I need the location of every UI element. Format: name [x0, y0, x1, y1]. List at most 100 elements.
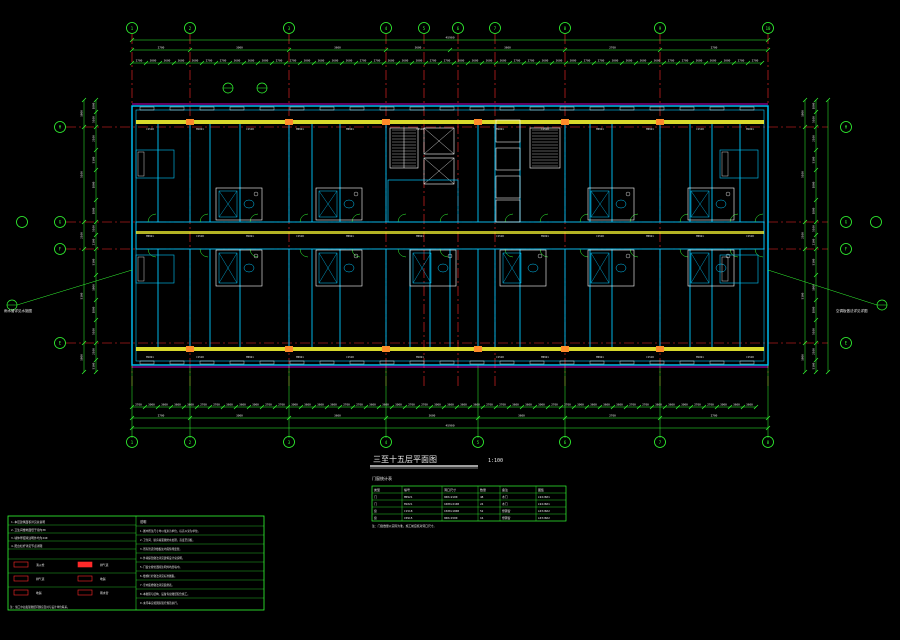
room-tag-bottom: M1021 — [696, 355, 704, 359]
axis-label-bottom: 8 — [767, 440, 770, 445]
dim-text: 3600 — [192, 59, 199, 63]
dim-text: 2700 — [584, 59, 591, 63]
dim-tick — [129, 37, 135, 43]
dim-tick — [233, 404, 239, 410]
dim-tick — [493, 404, 499, 410]
dim-tick — [562, 47, 568, 53]
wall-band — [136, 347, 764, 351]
dim-text: 3600 — [473, 403, 480, 407]
window-mark — [409, 106, 425, 111]
schedule-header-cell: 编号 — [404, 487, 410, 492]
axis-bubble-top — [762, 22, 774, 34]
kitchen — [135, 254, 175, 284]
notes-right-line: 1.图中所注尺寸均以毫米为单位，标高以米为单位。 — [140, 529, 200, 533]
dim-tick — [591, 60, 597, 66]
door-swing — [579, 248, 589, 258]
dim-text: 2700 — [360, 59, 367, 63]
schedule-cell: 900×1500 — [444, 516, 458, 520]
schedule-cell: 窗 — [374, 509, 377, 513]
window-mark — [589, 360, 605, 365]
dim-tick — [402, 404, 408, 410]
dim-tick-v — [813, 340, 819, 346]
axis-label-top: 2 — [189, 26, 192, 31]
dim-tick — [633, 60, 639, 66]
legend-label: 地漏 — [36, 591, 42, 595]
dim-text: 3600 — [590, 403, 597, 407]
dim-text: 2700 — [629, 403, 636, 407]
legend-swatch-2 — [77, 561, 93, 568]
dim-text: 3600 — [248, 59, 255, 63]
notes-right-line: 3.所有管道穿楼板处均需预埋套管。 — [140, 547, 182, 551]
schedule-header-cell: 洞口尺寸 — [444, 487, 456, 492]
room-tag-bottom: M1021 — [146, 355, 154, 359]
room-tag-top: C1518 — [416, 127, 424, 131]
building-outline — [131, 103, 769, 368]
dim-tick — [480, 404, 486, 410]
dim-tick — [535, 60, 541, 66]
bathroom — [409, 249, 457, 287]
dim-tick — [465, 60, 471, 66]
door-swing — [199, 248, 209, 258]
dim-text-v: 5100 — [92, 116, 96, 123]
dim-text: 3600 — [334, 46, 341, 50]
window-mark — [319, 360, 335, 365]
window-mark — [139, 360, 155, 365]
column-mark — [474, 119, 482, 125]
bathroom — [215, 187, 263, 221]
dim-text: 2700 — [598, 59, 605, 63]
window-mark — [229, 360, 245, 365]
dim-tick — [259, 404, 265, 410]
schedule-cell: 16 — [480, 516, 484, 520]
room-tag-corridor: M0921 — [146, 234, 154, 238]
dim-text: 2700 — [551, 403, 558, 407]
dim-text: 3600 — [525, 403, 532, 407]
dim-text: 3600 — [500, 59, 507, 63]
axis-label-top: 8 — [564, 26, 567, 31]
window-mark — [289, 106, 305, 111]
dim-text: 2700 — [421, 403, 428, 407]
dim-text: 3000 — [570, 59, 577, 63]
dim-text-v: 5100 — [92, 362, 96, 369]
dim-text: 2700 — [711, 414, 718, 418]
dim-tick — [311, 404, 317, 410]
dim-text: 3000 — [612, 59, 619, 63]
door-swing — [539, 248, 549, 258]
bathroom — [687, 187, 735, 221]
dim-tick — [549, 60, 555, 66]
schedule-cell: 木门 — [502, 502, 508, 506]
window-mark — [379, 106, 395, 111]
dim-tick — [383, 47, 389, 53]
dim-tick — [636, 404, 642, 410]
room-tag-top: M1021 — [746, 127, 754, 131]
schedule-cell: 门 — [374, 495, 377, 499]
schedule-cell: 52 — [480, 509, 484, 513]
schedule-frame — [371, 485, 567, 522]
kitchen — [719, 149, 759, 179]
axis-label-top: 9 — [659, 26, 662, 31]
dim-tick — [286, 415, 292, 421]
dim-tick — [376, 404, 382, 410]
dim-tick — [532, 404, 538, 410]
schedule-header-cell: 备注 — [502, 487, 508, 492]
toilet — [243, 263, 255, 273]
schedule-cell: L92J601 — [538, 495, 550, 499]
column-mark — [561, 119, 569, 125]
dim-tick — [339, 60, 345, 66]
dim-text: 3600 — [696, 59, 703, 63]
callout-right-text: 空调板做法详见详图 — [836, 308, 868, 313]
dim-tick — [428, 404, 434, 410]
axis-label-left: H — [59, 125, 62, 130]
window-mark — [469, 106, 485, 111]
room-tag-top: C1518 — [541, 127, 549, 131]
dim-text: 3600 — [402, 59, 409, 63]
dim-text: 2700 — [694, 403, 701, 407]
column-mark — [186, 119, 194, 125]
exterior-wall — [131, 105, 769, 366]
window-mark — [349, 106, 365, 111]
dim-text-v: 5100 — [92, 225, 96, 232]
kitchen — [719, 254, 759, 284]
bathroom — [215, 249, 263, 287]
service-shaft — [495, 199, 521, 223]
dim-tick — [129, 47, 135, 53]
